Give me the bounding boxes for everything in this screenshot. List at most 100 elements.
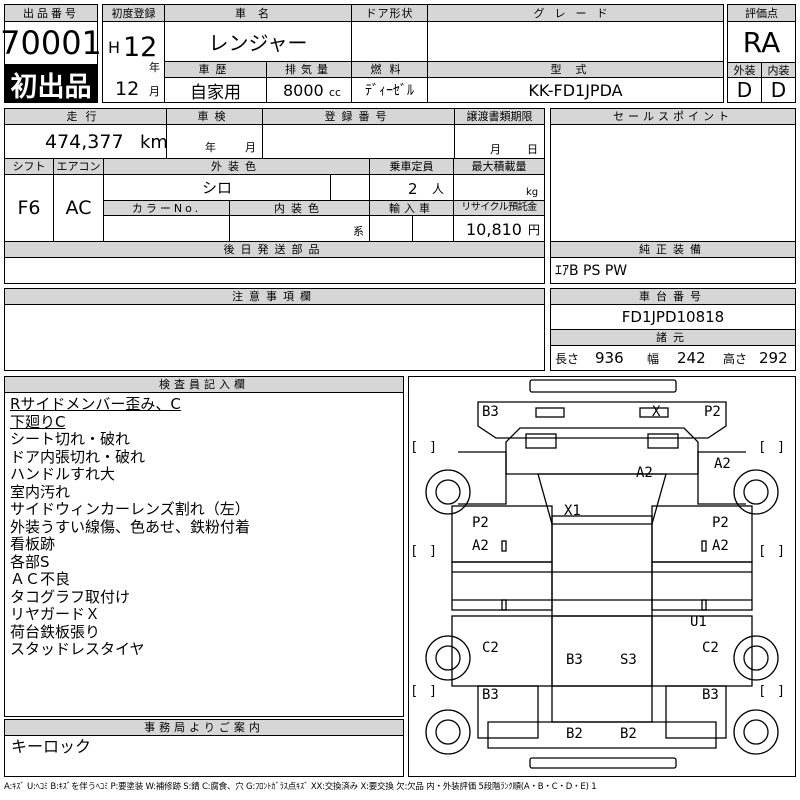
diagram-cab-left-side (451, 505, 553, 563)
exterior-label: 外装 (727, 62, 762, 78)
displacement: 8000 (283, 81, 324, 100)
recycle-label: リサイクル預託金 (453, 200, 545, 216)
model-label: 型式 (427, 61, 724, 78)
diagram-mark-p2-right: P2 (712, 515, 729, 531)
notice-label: 注意事項欄 (4, 288, 545, 305)
score: RA (742, 25, 781, 59)
diagram-bracket-right-bot: [ ] (760, 684, 783, 699)
first-listing-badge: 初出品 (4, 65, 98, 103)
note-line: 外装うすい線傷、色あせ、鉄粉付着 (10, 517, 251, 536)
recycle: 10,810 (466, 220, 522, 239)
sales-point-label: セールスポイント (550, 108, 796, 125)
reg-no-cell (262, 124, 455, 159)
note-line: 荷台鉄板張り (10, 622, 101, 641)
diagram-bed-left (451, 615, 553, 687)
grade-cell (427, 21, 724, 62)
car-name-label: 車名 (164, 4, 352, 22)
diagram-mark-p2-top-right: P2 (704, 404, 721, 420)
ac-cell: AC (53, 174, 104, 242)
displacement-unit: cc (329, 86, 342, 99)
capacity-unit: 人 (432, 182, 445, 196)
grade-label: グレード (427, 4, 724, 22)
legend: A:ｷｽﾞ U:ﾍｺﾐ B:ｷｽﾞを伴うﾍｺﾐ P:要塗装 W:補修跡 S:錆 … (4, 782, 597, 792)
office-label: 事務局よりご案内 (4, 719, 404, 736)
office-text: キーロック (11, 737, 92, 756)
note-line: サイドウィンカーレンズ割れ（左） (10, 500, 250, 518)
diagram-rear-wheel-right-a (733, 635, 779, 681)
diagram-front-wheel-left (425, 469, 471, 515)
width: 242 (677, 349, 706, 367)
shift: F6 (17, 197, 41, 219)
notice-cell (4, 304, 545, 371)
diagram-front-slot-left (535, 407, 565, 418)
diagram-front-wheel-right (733, 469, 779, 515)
equipment: ｴｱB PS PW (555, 263, 628, 279)
note-line: 下廻りC (10, 412, 66, 431)
inspector-label: 検査員記入欄 (4, 376, 404, 393)
diagram-mark-b3-top-left: B3 (482, 404, 499, 420)
mileage-unit: km (140, 132, 168, 153)
chassis: FD1JPD10818 (621, 308, 725, 326)
month-value: 12 (115, 78, 140, 100)
history: 自家用 (190, 82, 241, 103)
year-unit: 年 (149, 61, 160, 74)
max-load-unit: kg (526, 187, 539, 198)
note-line: スタッドレスタイヤ (10, 640, 145, 658)
mileage-label: 走行 (4, 108, 167, 125)
inspection-year-unit: 年 (205, 141, 216, 154)
ext-color-cell: シロ (103, 174, 331, 201)
fuel-label: 燃料 (351, 61, 428, 78)
first-reg-label: 初度登録 (102, 4, 165, 22)
diagram-mark-x-top: X (652, 404, 661, 420)
exterior-cell: D (727, 77, 762, 103)
int-color-cell: 系 (229, 215, 370, 242)
diagram-mark-c2-right: C2 (702, 640, 719, 656)
note-line: 各部S (10, 552, 50, 571)
displacement-label: 排気量 (266, 61, 352, 78)
diagram-mark-b2-right: B2 (620, 726, 637, 742)
vehicle-diagram-frame (408, 376, 796, 777)
diagram-mark-c2-left: C2 (482, 640, 499, 656)
diagram-rear-center (551, 685, 653, 723)
diagram-cab-roof (505, 427, 699, 475)
inspection-month-unit: 月 (245, 141, 256, 154)
shift-cell: F6 (4, 174, 54, 242)
interior-cell: D (761, 77, 796, 103)
equipment-cell: ｴｱB PS PW (550, 257, 796, 284)
mileage-cell: 474,377 km (4, 124, 168, 159)
displacement-cell: 8000 cc (266, 77, 352, 103)
import-cell-a (369, 215, 413, 242)
ext-color-aux-cell (330, 174, 370, 201)
lot-no-cell: 70001 (0, 21, 102, 65)
capacity: 2 (408, 180, 418, 198)
diagram-mark-b2-left: B2 (566, 726, 583, 742)
diagram-mark-b3-bed: B3 (566, 652, 583, 668)
transfer-label: 譲渡書類期限 (454, 108, 545, 125)
diagram-front-slot-right (639, 407, 669, 418)
model: KK-FD1JPDA (528, 80, 623, 100)
color-no-cell (103, 215, 230, 242)
import-cell-b (412, 215, 454, 242)
diagram-bracket-left-bot: [ ] (412, 684, 435, 699)
chassis-cell: FD1JPD10818 (550, 304, 796, 330)
vehicle-diagram: [ ] [ ] [ ] [ ] [ ] [ ] B3 X P2 A2 A2 X1… (412, 379, 783, 769)
note-line: ドア内張切れ・破れ (10, 447, 146, 466)
note-line: リヤガードＸ (10, 605, 101, 623)
interior-label: 内装 (761, 62, 796, 78)
diagram-mark-p2-left: P2 (472, 515, 489, 531)
inspection-cell: 年 月 (166, 124, 263, 159)
transfer-cell: 月 日 (454, 124, 545, 159)
capacity-cell: 2 人 (369, 174, 454, 201)
import-label: 輸入車 (369, 200, 454, 216)
diagram-cab-window-right (647, 433, 679, 449)
model-cell: KK-FD1JPDA (427, 77, 724, 103)
diagram-cab-window-left (525, 433, 557, 449)
diagram-mark-a2-right-front: A2 (714, 456, 731, 472)
note-line: 看板跡 (10, 535, 56, 553)
height-label: 高さ (723, 352, 748, 366)
score-cell: RA (727, 21, 796, 63)
era: H (108, 38, 121, 57)
max-load-label: 最大積載量 (453, 158, 545, 175)
capacity-label: 乗車定員 (369, 158, 454, 175)
diagram-cab-center (551, 515, 653, 617)
